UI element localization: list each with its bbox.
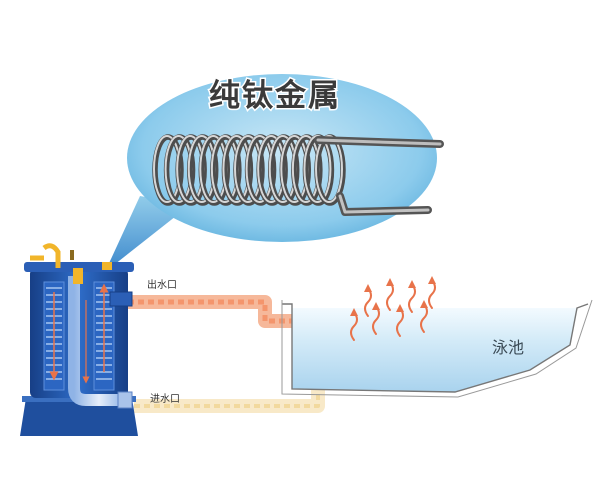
exchanger-base — [20, 398, 138, 436]
exchanger-fitting-left — [42, 243, 61, 268]
heat-arrow-head — [364, 284, 372, 292]
heat-arrow-icon — [428, 279, 436, 309]
exchanger-outlet-nozzle — [109, 291, 133, 307]
pool-water — [292, 308, 577, 392]
pool — [281, 299, 593, 398]
heat-arrow-icon — [396, 307, 404, 337]
heat-arrow-icon — [408, 283, 416, 313]
heat-arrow-head — [420, 300, 428, 308]
heat-arrow-icon — [372, 305, 380, 335]
pool-outline — [282, 303, 589, 393]
heat-arrow-head — [350, 308, 358, 316]
diagram-title: 纯钛金属 — [209, 78, 341, 114]
heat-arrow-head — [386, 278, 394, 286]
heat-arrow-head — [372, 302, 380, 310]
inlet-label: 进水口 — [150, 393, 180, 405]
heat-arrow-icon — [420, 303, 428, 333]
heat-arrow-icon — [364, 287, 372, 317]
coil-turn-highlight — [303, 135, 332, 203]
heat-arrow-head — [428, 276, 436, 284]
inlet-pipe — [134, 388, 325, 413]
heat-arrow-head — [408, 280, 416, 288]
heat-arrows — [350, 276, 436, 341]
pool-label: 泳池 — [492, 338, 524, 357]
coil-turns — [152, 134, 346, 206]
outlet-label: 出水口 — [147, 278, 177, 291]
coil-turn-highlight — [315, 135, 343, 203]
heat-arrow-head — [396, 304, 404, 312]
titanium-coil-icon — [152, 134, 444, 216]
outlet-pipe — [118, 295, 296, 328]
heat-arrow-icon — [386, 281, 394, 311]
exchanger-center-pipe — [68, 276, 124, 406]
heat-arrow-icon — [350, 311, 358, 341]
heat-exchanger-icon — [20, 243, 138, 436]
exchanger-top-valve — [73, 268, 83, 284]
